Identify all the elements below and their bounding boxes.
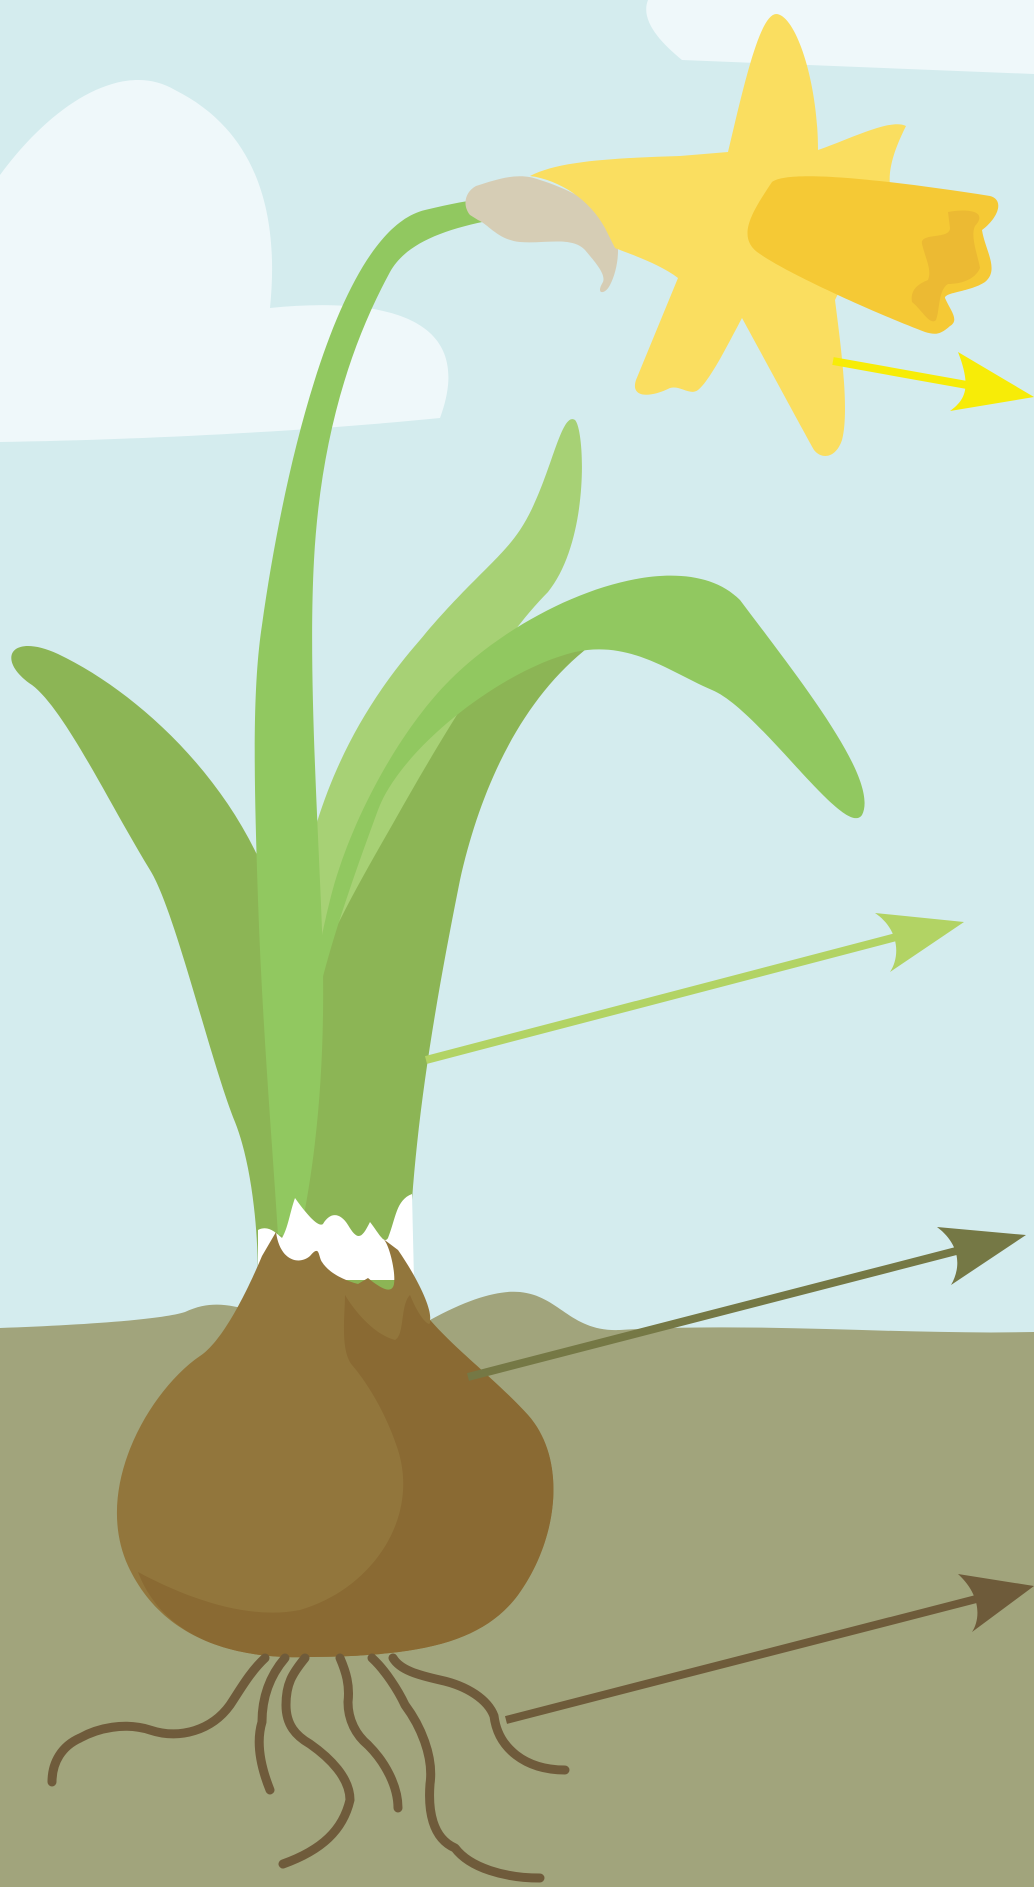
daffodil-diagram — [0, 0, 1034, 1887]
